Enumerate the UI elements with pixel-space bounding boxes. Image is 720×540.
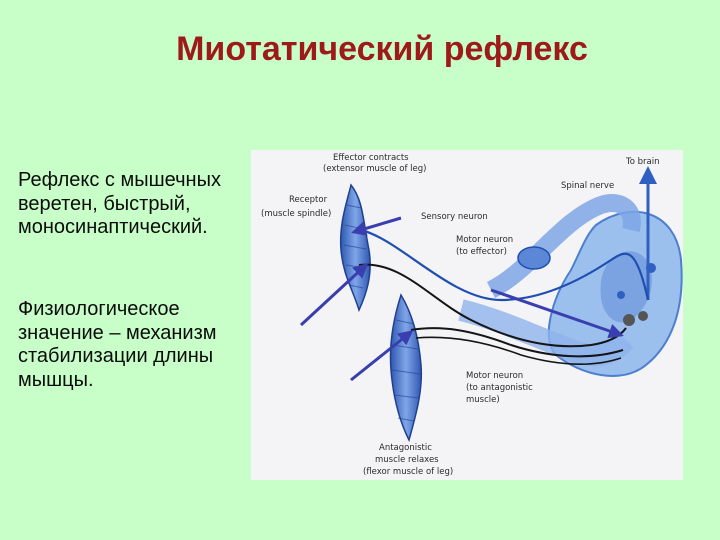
label-sensory-neuron: Sensory neuron	[421, 212, 488, 222]
paragraph-physiological-meaning: Физиологическое значение – механизм стаб…	[18, 298, 217, 391]
motor-neuron-effector-path	[358, 263, 627, 348]
label-antag-line1: Antagonistic	[379, 443, 432, 453]
arrow-to-flexor	[350, 330, 414, 382]
flexor-muscle-stripes	[391, 319, 421, 422]
label-spinal-nerve: Spinal nerve	[561, 181, 614, 191]
spinal-nerve-sheath	[486, 194, 641, 299]
label-motor-antag-line1: Motor neuron	[466, 371, 523, 381]
paragraph-reflex-description: Рефлекс с мышечных веретен, быстрый, мон…	[18, 169, 221, 238]
dorsal-root-ganglion	[517, 246, 551, 270]
lower-nerve-sheath	[458, 299, 634, 367]
label-receptor-line2: (muscle spindle)	[261, 209, 331, 219]
reflex-diagram: Effector contracts (extensor muscle of l…	[251, 150, 683, 480]
motor-neuron-body	[638, 311, 648, 321]
label-motor-neuron-line1: Motor neuron	[456, 235, 513, 245]
arrow-to-receptor	[351, 216, 402, 236]
motor-neuron-antagonist-path	[410, 327, 624, 358]
reflex-diagram-svg: Effector contracts (extensor muscle of l…	[261, 153, 683, 477]
label-motor-neuron-line2: (to effector)	[456, 247, 507, 257]
label-antag-line3: (flexor muscle of leg)	[363, 467, 453, 477]
flexor-muscle	[389, 293, 423, 443]
label-antag-line2: muscle relaxes	[375, 455, 439, 465]
motor-neuron-parallel-path	[415, 336, 622, 365]
arrow-to-synapse	[490, 288, 624, 339]
label-motor-antag-line2: (to antagonistic	[466, 383, 533, 393]
interneuron-body	[623, 314, 635, 326]
label-motor-antag-line3: muscle)	[466, 395, 500, 405]
label-effector-line1: Effector contracts	[333, 153, 409, 163]
sensory-neuron-path	[360, 228, 650, 302]
branch-neuron-body	[617, 291, 625, 299]
label-to-brain: To brain	[625, 157, 660, 167]
upper-neuron-body	[646, 263, 656, 273]
arrow-to-effector-connection	[299, 262, 369, 327]
label-receptor-line1: Receptor	[289, 195, 328, 205]
label-effector-line2: (extensor muscle of leg)	[323, 164, 426, 174]
slide-title: Миотатический рефлекс	[176, 30, 588, 68]
